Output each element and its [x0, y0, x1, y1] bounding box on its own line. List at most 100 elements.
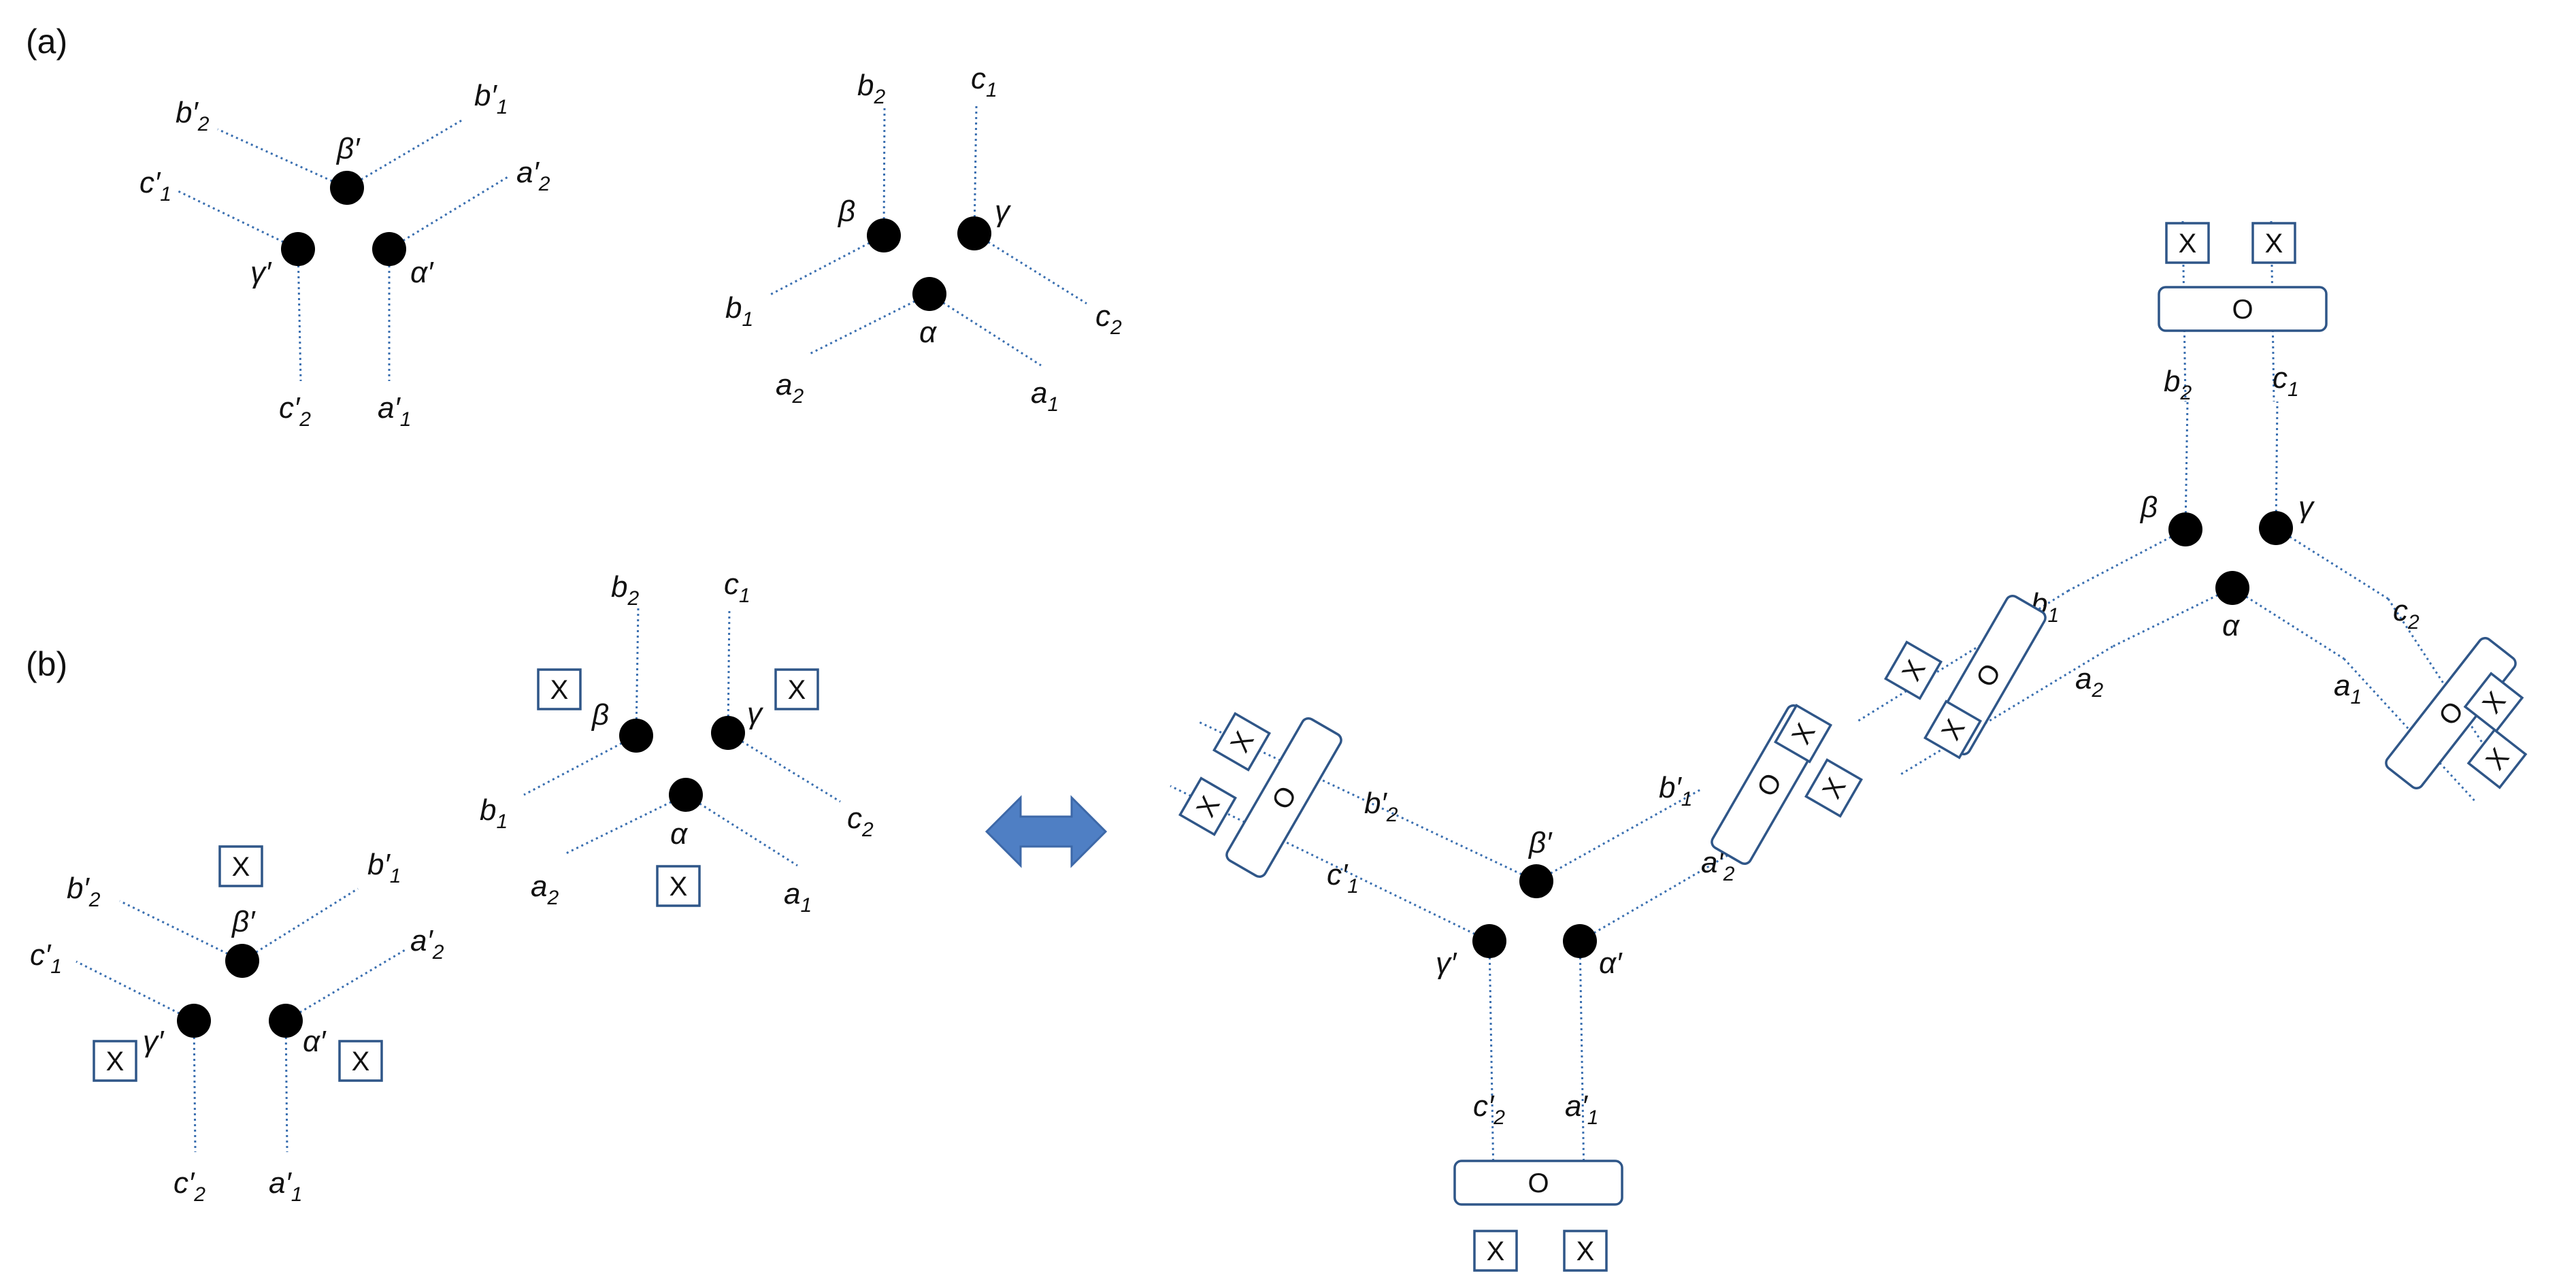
x-box-bottom-right: X [1563, 1230, 1608, 1272]
node-label-beta: β [2139, 491, 2158, 524]
edge-a2-a [809, 293, 930, 355]
leg-label-b2: b2 [2164, 365, 2192, 404]
edge-b1p-b [242, 887, 359, 962]
leg-label-c2: c2 [847, 802, 874, 841]
leg-label-c2p: c′2 [174, 1166, 205, 1206]
node-label-beta_p: β′ [1528, 826, 1553, 859]
node-gamma-prime-b [177, 1004, 211, 1038]
x-box-alpha-prime-b: X [338, 1040, 383, 1082]
node-beta-b [619, 719, 653, 753]
leg-label-a2: a2 [776, 368, 804, 408]
node-alpha-prime-r [1563, 924, 1597, 958]
node-label-beta_p: β′ [335, 132, 361, 165]
o-box-right-frame [2385, 637, 2517, 789]
leg-label-c1: c1 [2273, 361, 2299, 401]
x-box-right-upper-frame [2463, 672, 2524, 733]
edge-a1p-r [1579, 940, 1585, 1178]
x-box-gamma-b: X [774, 668, 819, 710]
x-box-top-left-frame [2165, 222, 2210, 264]
o-box-top-symbol: O [2232, 295, 2253, 325]
node-label-gamma_p: γ′ [250, 256, 272, 289]
panel-label-a: (a) [26, 22, 67, 61]
x-box-gamma-b-symbol: X [788, 675, 806, 705]
o-box-left-frame [1225, 717, 1342, 879]
panel-label-b: (b) [26, 645, 67, 683]
nodes-layer [177, 171, 2293, 1038]
o-box-top: O [2158, 286, 2328, 332]
x-box-top-left: X [2165, 222, 2210, 264]
node-beta-prime-a [330, 171, 364, 205]
edge-c1-r [2275, 401, 2279, 529]
edge-a2p-a [389, 175, 510, 250]
x-box-bottom-right-frame [1563, 1230, 1608, 1272]
node-gamma-prime-a [281, 232, 315, 266]
leg-label-b2: b2 [857, 69, 885, 108]
node-label-beta_p: β′ [231, 905, 256, 938]
x-box-beta-prime-b-frame [218, 845, 263, 887]
node-label-alpha: α [2222, 609, 2241, 642]
leg-label-b1p: b′1 [367, 848, 401, 887]
x-box-alpha-b-symbol: X [670, 872, 688, 902]
x-box-right-lower-frame [2466, 728, 2528, 789]
edge-c1p-a [178, 190, 299, 250]
edge-b1p-r [1536, 788, 1702, 883]
x-box-mid-lower-a: X [1773, 704, 1833, 764]
leg-label-c1p: c′1 [30, 938, 62, 978]
x-box-top-right-frame [2251, 222, 2296, 264]
edge-b1-b [523, 734, 637, 796]
x-box-alpha-prime-b-symbol: X [352, 1047, 370, 1077]
node-beta-prime-b [225, 944, 259, 978]
leg-label-a2p: a′2 [516, 156, 550, 195]
node-label-gamma_p: γ′ [143, 1025, 165, 1058]
edge-a2p-b [285, 948, 407, 1022]
x-box-mid-lower-b: X [1804, 758, 1864, 818]
leg-label-b1p: b′1 [1659, 771, 1692, 810]
equivalence-double-arrow [985, 795, 1108, 868]
x-box-mid-upper-b-frame [1923, 700, 1983, 759]
node-label-alpha_p: α′ [303, 1025, 327, 1058]
o-box-right: O [2385, 637, 2517, 789]
leg-label-a1: a1 [2334, 669, 2362, 708]
o-box-bottom: O [1453, 1160, 1623, 1206]
x-box-top-right-symbol: X [2265, 229, 2283, 259]
labels-layer: β′ γ′ α′ b′2 b′1 c′1 a′2 c′2 a′1 β γ α b2 c1 b1 c2 a2 a1 β… [30, 62, 2420, 1206]
x-box-beta-prime-b: X [218, 845, 263, 887]
o-box-bottom-symbol: O [1528, 1168, 1549, 1198]
x-box-alpha-b: X [656, 865, 701, 907]
edge-c1-a [973, 105, 978, 234]
x-box-gamma-prime-b-frame [93, 1040, 137, 1082]
edge-b2-a [882, 105, 886, 236]
x-box-gamma-prime-b: X [93, 1040, 137, 1082]
x-box-beta-b-symbol: X [550, 675, 569, 705]
node-alpha-r [2215, 571, 2249, 605]
x-box-beta-b-frame [537, 668, 582, 710]
leg-label-a1p: a′1 [269, 1166, 302, 1206]
leg-label-c2: c2 [1095, 299, 1122, 339]
x-box-mid-upper-a-frame [1883, 640, 1943, 700]
leg-label-b2p: b′2 [176, 96, 210, 135]
edge-b2p-a [217, 128, 348, 189]
node-alpha-prime-b [269, 1004, 303, 1038]
node-beta-a [867, 218, 901, 252]
node-alpha-b [669, 778, 703, 812]
node-beta-r [2168, 512, 2202, 546]
x-box-bottom-left: X [1473, 1230, 1518, 1272]
node-gamma-b [711, 716, 745, 750]
x-box-left-lower: X [1178, 776, 1238, 836]
edge-b1p-a [346, 118, 463, 189]
x-box-bottom-left-frame [1473, 1230, 1518, 1272]
x-box-left-upper-frame [1212, 712, 1272, 772]
edge-b2-r [2184, 401, 2189, 530]
x-box-alpha-b-frame [656, 865, 701, 907]
leg-label-c2p: c′2 [279, 391, 311, 431]
o-box-top-frame [2158, 286, 2328, 332]
x-box-top-left-symbol: X [2179, 229, 2197, 259]
node-label-gamma: γ [747, 697, 764, 730]
x-box-mid-upper-b: X [1923, 700, 1983, 759]
edge-c1p-b [76, 960, 195, 1022]
x-box-beta-prime-b-symbol: X [232, 852, 250, 882]
x-box-bottom-right-symbol: X [1576, 1236, 1595, 1266]
leg-label-b1: b1 [480, 793, 508, 833]
